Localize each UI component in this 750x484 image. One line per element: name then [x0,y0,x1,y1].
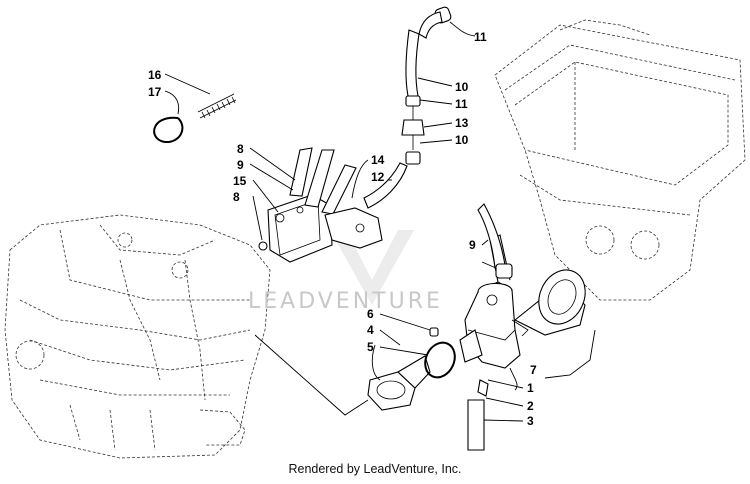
callout-4: 4 [367,323,374,337]
callout-6: 6 [367,307,374,321]
callout-8-carb: 9 [469,238,476,252]
ring-clamp-part [153,116,184,144]
callout-11-mid: 11 [455,97,468,111]
callout-11-left: 12 [371,170,385,184]
callouts: 11 10 11 13 10 14 12 16 17 8 9 15 8 [148,21,537,428]
fuel-line-part [363,6,452,209]
airbox-assembly [494,19,746,301]
footer-credit: Rendered by LeadVenture, Inc. [288,462,462,476]
spring-part [197,93,237,119]
callout-1: 1 [527,381,534,395]
callout-13: 14 [371,153,385,167]
callout-2: 2 [527,399,534,413]
engine-assembly [4,214,271,459]
callout-8-pump: 8 [237,142,244,156]
callout-7: 7 [530,363,537,377]
callout-16: 16 [148,68,162,82]
callout-15: 8 [233,190,240,204]
carburetor-part [459,203,586,451]
fuel-pump-part [258,147,383,263]
callout-9-pump: 9 [237,158,244,172]
watermark: LEADVENTURE [248,230,443,314]
callout-5: 5 [367,340,374,354]
callout-10-upper: 10 [455,80,469,94]
watermark-text: LEADVENTURE [248,289,443,314]
callout-17: 17 [148,85,162,99]
intake-flange-part [367,327,456,411]
callout-3: 3 [527,414,534,428]
callout-14: 15 [233,174,247,188]
assembly-lines [254,329,596,416]
callout-10-lower: 10 [455,133,469,147]
callout-12: 13 [455,116,469,130]
callout-11-top: 11 [474,30,487,44]
